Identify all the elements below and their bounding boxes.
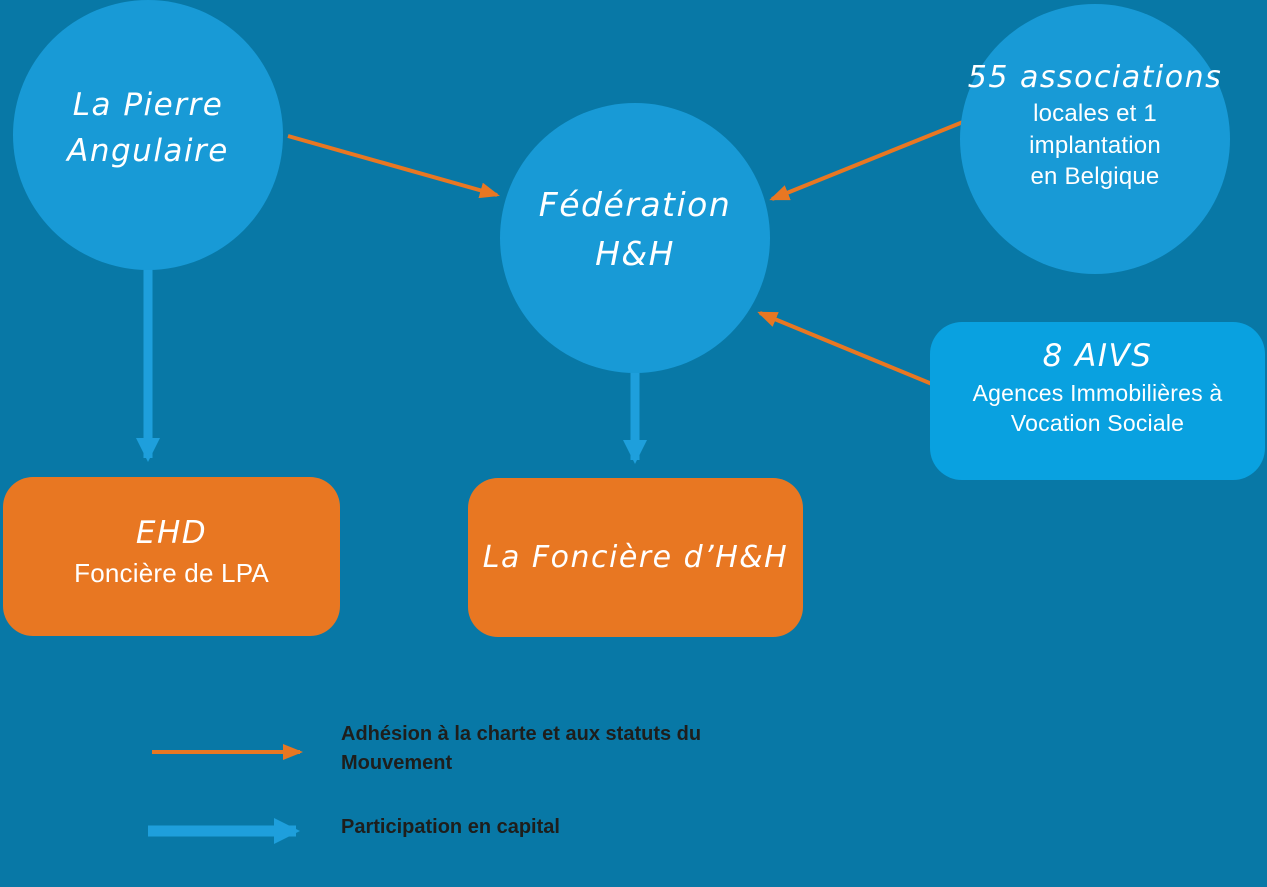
node-federation-line1: Fédération [538, 184, 732, 224]
node-55-associations: 55 associations locales et 1 implantatio… [960, 4, 1230, 274]
node-fonciere-hh: La Foncière d’H&H [468, 478, 803, 637]
node-fonciere-title: La Foncière d’H&H [482, 540, 789, 575]
node-8-aivs: 8 AIVS Agences Immobilières à Vocation S… [930, 322, 1265, 480]
node-ehd: EHD Foncière de LPA [3, 477, 340, 636]
arrow-adhesion-aivs-to-federation [757, 311, 933, 386]
arrow-adhesion-pierre-to-federation [287, 134, 500, 199]
node-55-associations-line2: implantation [1029, 131, 1161, 159]
legend-capital-label: Participation en capital [341, 816, 560, 838]
node-55-associations-line3: en Belgique [1030, 162, 1160, 190]
node-federation-hh: Fédération H&H [500, 103, 770, 373]
node-55-associations-line1: locales et 1 [1033, 100, 1157, 128]
arrow-adhesion-associations-to-federation [769, 120, 964, 201]
node-8-aivs-subtitle: Agences Immobilières à Vocation Sociale [972, 379, 1223, 436]
node-8-aivs-title: 8 AIVS [1042, 338, 1153, 375]
node-la-pierre-angulaire-line1: La Pierre [72, 86, 224, 123]
node-55-associations-title: 55 associations [967, 59, 1223, 95]
node-la-pierre-angulaire-line2: Angulaire [67, 133, 229, 169]
node-ehd-title: EHD [135, 514, 208, 551]
node-ehd-subtitle: Foncière de LPA [74, 557, 269, 588]
legend-adhesion-label: Adhésion à la charte et aux statuts du M… [341, 723, 702, 774]
node-federation-line2: H&H [595, 234, 675, 273]
node-la-pierre-angulaire: La Pierre Angulaire [13, 0, 283, 270]
